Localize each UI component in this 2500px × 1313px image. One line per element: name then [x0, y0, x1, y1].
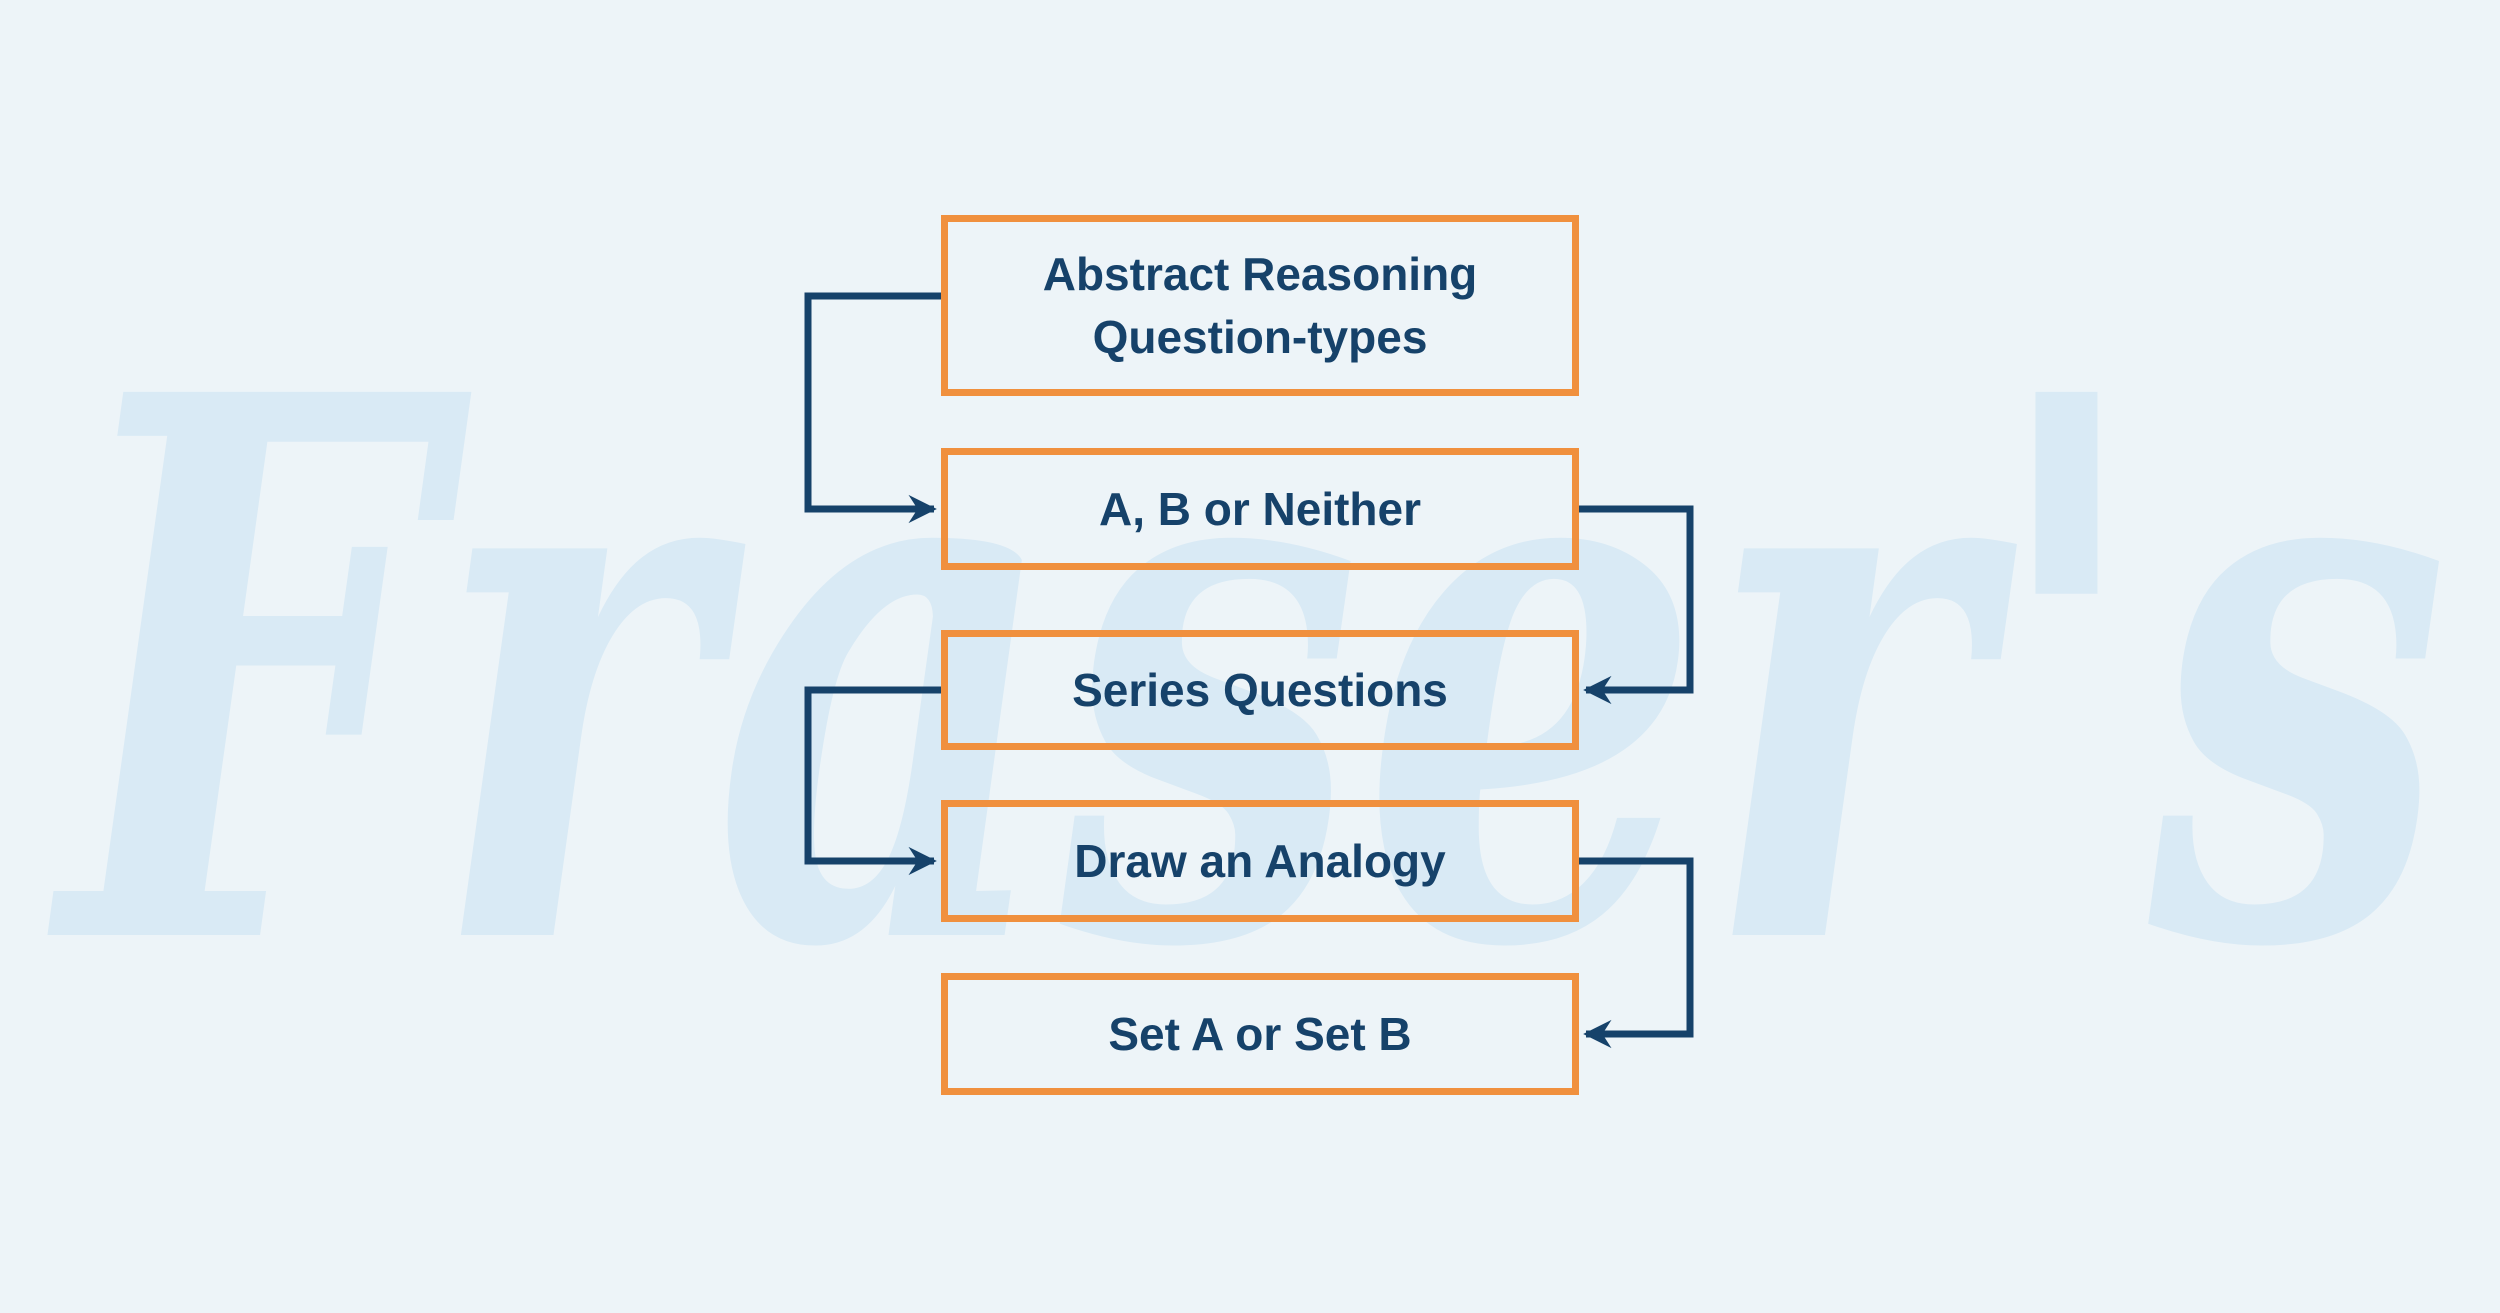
connector-analogy-to-set-a-b [1579, 857, 1694, 1049]
connector-ab-neither-to-series [1579, 505, 1694, 705]
node-label: A, B or Neither [1098, 482, 1422, 535]
node-abstract-reasoning-question-types: Abstract Reasoning Question-types [941, 215, 1579, 396]
node-label: Abstract Reasoning Question-types [1042, 248, 1478, 363]
node-draw-an-analogy: Draw an Analogy [941, 800, 1579, 922]
node-label: Draw an Analogy [1074, 834, 1446, 887]
connector-series-to-analogy [804, 686, 941, 876]
watermark-text: Fraser's [43, 235, 2450, 1111]
node-a-b-or-neither: A, B or Neither [941, 448, 1579, 570]
node-label: Set A or Set B [1108, 1007, 1412, 1060]
connector-root-to-ab-neither [804, 292, 941, 524]
node-label: Series Questions [1072, 663, 1448, 716]
node-series-questions: Series Questions [941, 630, 1579, 750]
node-set-a-or-set-b: Set A or Set B [941, 973, 1579, 1095]
